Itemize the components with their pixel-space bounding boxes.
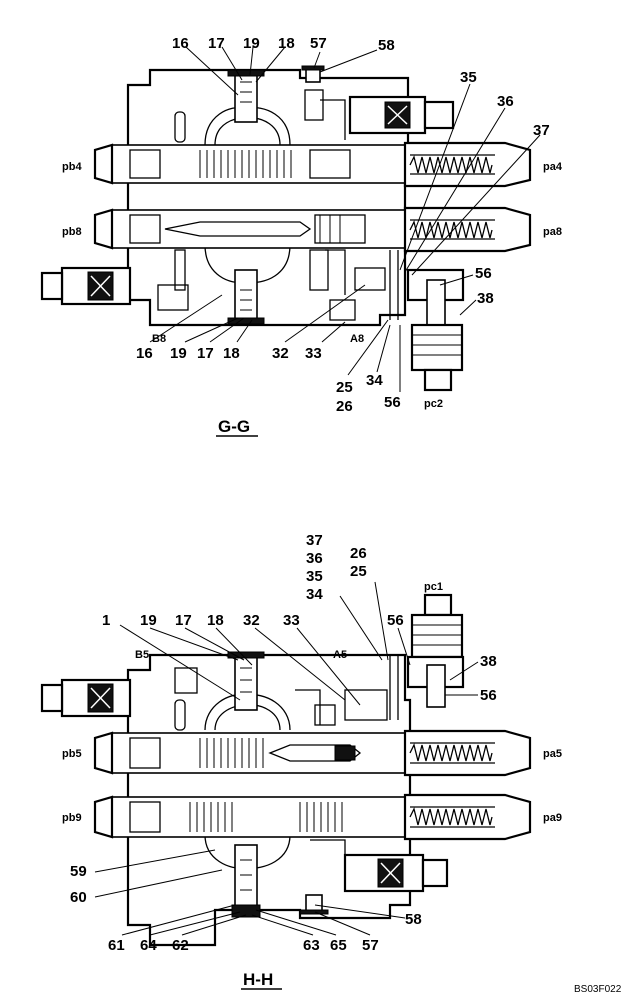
section-title-hh: H-H	[243, 970, 273, 989]
spring-cap-hh-pa5	[403, 729, 532, 777]
spool-hh-upper	[129, 737, 362, 769]
callout-number: 58	[405, 911, 422, 928]
callout-number: 35	[306, 568, 323, 585]
port-label-pb9: pb9	[62, 812, 82, 824]
callout-number: 38	[477, 290, 494, 307]
port-label-pb8: pb8	[62, 226, 82, 238]
callout-number: 34	[366, 372, 383, 389]
callout-number: 58	[378, 37, 395, 54]
callout-number: 37	[533, 122, 550, 139]
solenoid-gg-top	[348, 95, 455, 135]
callout-number: 57	[362, 937, 379, 954]
callout-number: 56	[384, 394, 401, 411]
callout-number: 61	[108, 937, 125, 954]
port-label-pa5: pa5	[543, 748, 562, 760]
figure-code: BS03F022	[574, 984, 622, 995]
callout-number: 57	[310, 35, 327, 52]
callout-number: 17	[208, 35, 225, 52]
callout-number: 17	[175, 612, 192, 629]
port-label-a8: A8	[350, 333, 364, 345]
callout-number: 18	[278, 35, 295, 52]
callout-number: 35	[460, 69, 477, 86]
solenoid-gg-left	[40, 266, 132, 306]
callout-number: 37	[306, 532, 323, 549]
port-label-pa8: pa8	[543, 226, 562, 238]
spool-gg-upper	[129, 149, 351, 179]
callout-number: 19	[170, 345, 187, 362]
callout-number: 56	[480, 687, 497, 704]
solenoid-hh-right	[343, 853, 449, 893]
solenoid-hh-left	[40, 678, 132, 718]
callout-number: 36	[306, 550, 323, 567]
spool-hh-lower	[129, 801, 343, 833]
callout-number: 16	[136, 345, 153, 362]
leader-lines-hh	[94, 581, 479, 936]
callout-number: 1	[102, 612, 110, 629]
port-label-pb4: pb4	[62, 161, 82, 173]
callout-number: 19	[243, 35, 260, 52]
port-label-pc1: pc1	[424, 581, 443, 593]
callout-number: 25	[350, 563, 367, 580]
spring-cap-gg-pa4	[403, 141, 532, 188]
relief-valve-hh	[389, 593, 465, 720]
callout-number: 56	[387, 612, 404, 629]
relief-valve-gg	[389, 250, 465, 392]
leader-lines-gg	[149, 46, 541, 392]
section-title-gg: G-G	[218, 417, 250, 436]
port-label-pa4: pa4	[543, 161, 563, 173]
callout-number: 38	[480, 653, 497, 670]
callout-number: 60	[70, 889, 87, 906]
section-gg: pb4 pb8 pa4 pa8 B8 A8 pc2 16 17 19 18 57…	[40, 35, 563, 437]
callout-number: 18	[207, 612, 224, 629]
port-label-b5: B5	[135, 649, 149, 661]
section-hh: B5 A5 pb5 pb9 pa5 pa9 pc1 37 36 35 34 26…	[40, 532, 562, 990]
port-label-pa9: pa9	[543, 812, 562, 824]
spool-gg-lower	[129, 214, 366, 244]
callout-number: 62	[172, 937, 189, 954]
port-label-a5: A5	[333, 649, 347, 661]
spring-cap-hh-pa9	[403, 793, 532, 841]
callout-number: 19	[140, 612, 157, 629]
callout-number: 32	[272, 345, 289, 362]
callout-number: 32	[243, 612, 260, 629]
callout-number: 56	[475, 265, 492, 282]
callout-number: 64	[140, 937, 157, 954]
callout-number: 36	[497, 93, 514, 110]
callout-number: 26	[336, 398, 353, 415]
callout-number: 16	[172, 35, 189, 52]
callout-number: 65	[330, 937, 347, 954]
callout-number: 17	[197, 345, 214, 362]
port-label-b8: B8	[152, 333, 166, 345]
port-label-pc2: pc2	[424, 398, 443, 410]
port-label-pb5: pb5	[62, 748, 82, 760]
callout-number: 25	[336, 379, 353, 396]
callout-number: 34	[306, 586, 323, 603]
callout-number: 59	[70, 863, 87, 880]
callout-number: 26	[350, 545, 367, 562]
spring-cap-gg-pa8	[403, 206, 532, 253]
callout-number: 33	[305, 345, 322, 362]
callout-number: 18	[223, 345, 240, 362]
callout-number: 63	[303, 937, 320, 954]
callout-number: 33	[283, 612, 300, 629]
